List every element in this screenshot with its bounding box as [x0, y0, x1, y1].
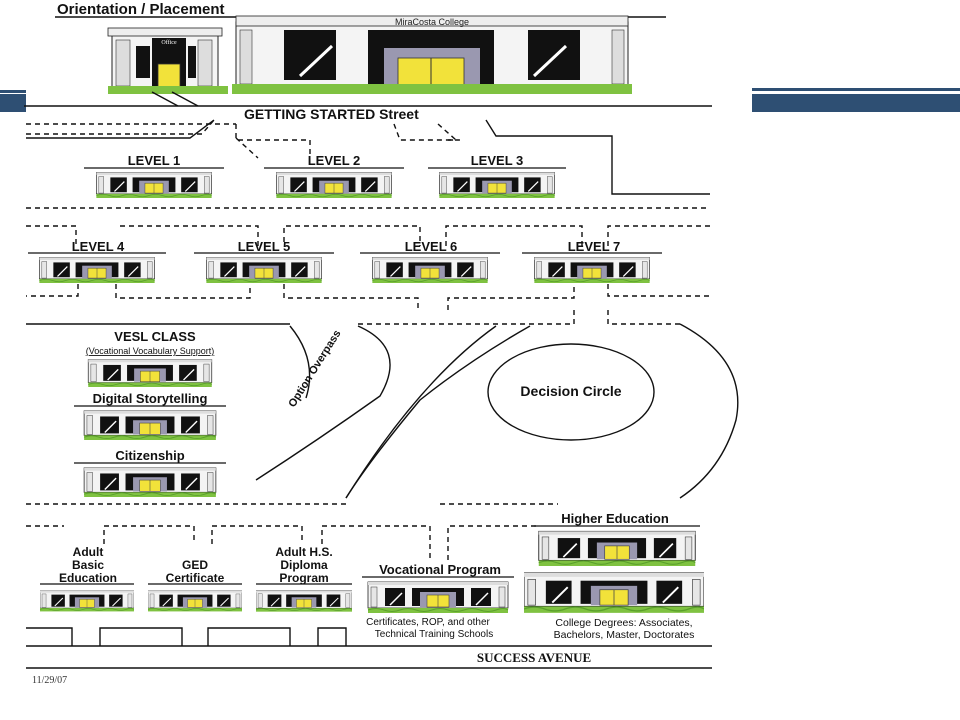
svg-text:Program: Program [279, 571, 328, 585]
svg-text:GED: GED [182, 558, 208, 572]
level-5: LEVEL 5 [194, 239, 334, 283]
level-4: LEVEL 4 [28, 239, 166, 283]
success-avenue: SUCCESS AVENUE [477, 650, 591, 665]
adult-hs-diploma: Adult H.S. Diploma Program [256, 545, 352, 613]
slide-band-left [0, 94, 26, 112]
diagram-title: Orientation / Placement [57, 1, 225, 18]
vesl-subtitle: (Vocational Vocabulary Support) [86, 346, 215, 356]
level-5-label: LEVEL 5 [238, 239, 291, 254]
slide-band-right [752, 94, 960, 112]
level-6: LEVEL 6 [360, 239, 500, 283]
decision-circle [487, 343, 655, 441]
svg-text:Certificates, ROP, and other: Certificates, ROP, and other [366, 617, 490, 628]
ged-certificate: GED Certificate [148, 558, 242, 613]
svg-text:Certificate: Certificate [166, 571, 225, 585]
digital-storytelling-building [83, 410, 217, 440]
level-2: LEVEL 2 [264, 153, 404, 198]
level-1: LEVEL 1 [84, 153, 224, 198]
decision-circle-label: Decision Circle [520, 383, 621, 399]
main-building-sign: MiraCosta College [395, 17, 469, 27]
svg-text:Diploma: Diploma [280, 558, 328, 572]
option-overpass-label: Option Overpass [286, 328, 343, 410]
slide-date: 11/29/07 [32, 675, 67, 686]
level-2-label: LEVEL 2 [308, 153, 361, 168]
level-3: LEVEL 3 [428, 153, 566, 198]
svg-text:College Degrees: Associates,: College Degrees: Associates, [555, 617, 692, 629]
svg-text:Adult: Adult [73, 545, 104, 559]
citizenship-title: Citizenship [115, 448, 184, 463]
office-building: Office [107, 27, 228, 94]
level-1-label: LEVEL 1 [128, 153, 181, 168]
svg-text:Technical Training Schools: Technical Training Schools [375, 629, 493, 640]
level-4-label: LEVEL 4 [72, 239, 125, 254]
vesl-title: VESL CLASS [114, 329, 196, 344]
level-7-label: LEVEL 7 [568, 239, 621, 254]
higher-education-title: Higher Education [561, 511, 669, 526]
getting-started-street: GETTING STARTED Street [244, 106, 419, 122]
higher-education: Higher Education College Degrees: Associ… [524, 511, 704, 641]
svg-text:Education: Education [59, 571, 117, 585]
level-6-label: LEVEL 6 [405, 239, 458, 254]
main-college-building: MiraCosta College [232, 15, 632, 94]
svg-text:Basic: Basic [72, 558, 104, 572]
vesl-building [87, 358, 213, 387]
level-3-label: LEVEL 3 [471, 153, 524, 168]
vocational-title: Vocational Program [379, 562, 501, 577]
svg-text:Bachelors, Master, Doctorates: Bachelors, Master, Doctorates [554, 629, 695, 641]
level-7: LEVEL 7 [522, 239, 662, 283]
svg-text:Adult H.S.: Adult H.S. [275, 545, 332, 559]
vocational-program: Vocational Program Certificates, ROP, an… [362, 562, 514, 640]
office-sign: Office [161, 39, 177, 46]
digital-storytelling-title: Digital Storytelling [93, 391, 208, 406]
citizenship-building [83, 467, 217, 497]
adult-basic-education: Adult Basic Education [40, 545, 134, 613]
